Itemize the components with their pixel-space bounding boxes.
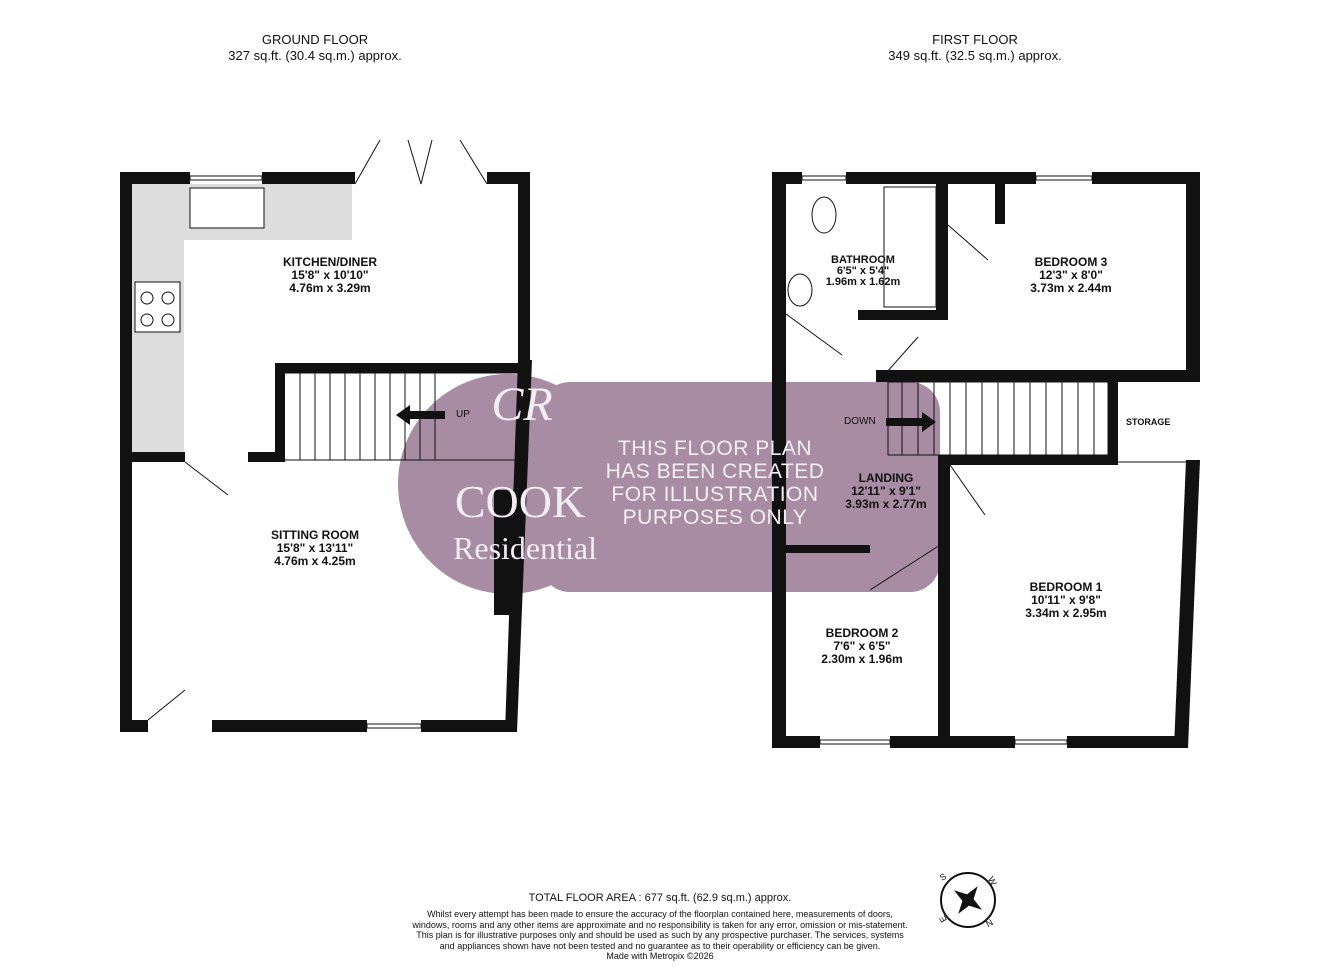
- watermark-logo-circle: [398, 374, 618, 594]
- ground-floor-plan: [120, 139, 532, 732]
- ground-floor-header: GROUND FLOOR 327 sq.ft. (30.4 sq.m.) app…: [165, 32, 465, 64]
- first-floor-area: 349 sq.ft. (32.5 sq.m.) approx.: [888, 48, 1062, 63]
- first-floor-plan: [772, 172, 1200, 748]
- toilet-icon: [811, 196, 837, 234]
- first-floor-header: FIRST FLOOR 349 sq.ft. (32.5 sq.m.) appr…: [825, 32, 1125, 64]
- stairs-down-label: DOWN: [844, 416, 876, 427]
- watermark-logo-name: COOK: [454, 476, 586, 527]
- watermark-line: THIS FLOOR PLAN: [617, 437, 813, 460]
- ground-floor-area: 327 sq.ft. (30.4 sq.m.) approx.: [228, 48, 402, 63]
- stairs-up-arrow-icon: [396, 405, 445, 425]
- basin-icon: [787, 273, 813, 307]
- watermark-logo-sub: Residential: [453, 530, 597, 566]
- bath-icon: [883, 186, 937, 308]
- sink-icon: [189, 187, 265, 229]
- total-floor-area: TOTAL FLOOR AREA : 677 sq.ft. (62.9 sq.m…: [528, 892, 792, 904]
- watermark-line: PURPOSES ONLY: [622, 506, 808, 529]
- hob-icon: [134, 281, 181, 333]
- made-with: Made with Metropix ©2026: [606, 951, 714, 961]
- ground-floor-title: GROUND FLOOR: [261, 32, 369, 47]
- kitchen-worktop: [132, 240, 184, 452]
- first-floor-title: FIRST FLOOR: [932, 32, 1018, 47]
- stairs-up-label: UP: [456, 409, 470, 420]
- watermark-banner: [540, 382, 940, 592]
- watermark-logo-initials: CR: [491, 378, 553, 431]
- watermark-line: HAS BEEN CREATED: [605, 460, 825, 483]
- watermark-line: FOR ILLUSTRATION: [611, 483, 819, 506]
- compass-icon: [940, 872, 996, 928]
- footer: TOTAL FLOOR AREA : 677 sq.ft. (62.9 sq.m…: [410, 892, 910, 962]
- watermark-text: THIS FLOOR PLAN HAS BEEN CREATED FOR ILL…: [600, 437, 830, 529]
- storage-label: STORAGE: [1126, 417, 1171, 427]
- disclaimer: Whilst every attempt has been made to en…: [412, 909, 908, 951]
- stairs-down-arrow-icon: [886, 412, 936, 432]
